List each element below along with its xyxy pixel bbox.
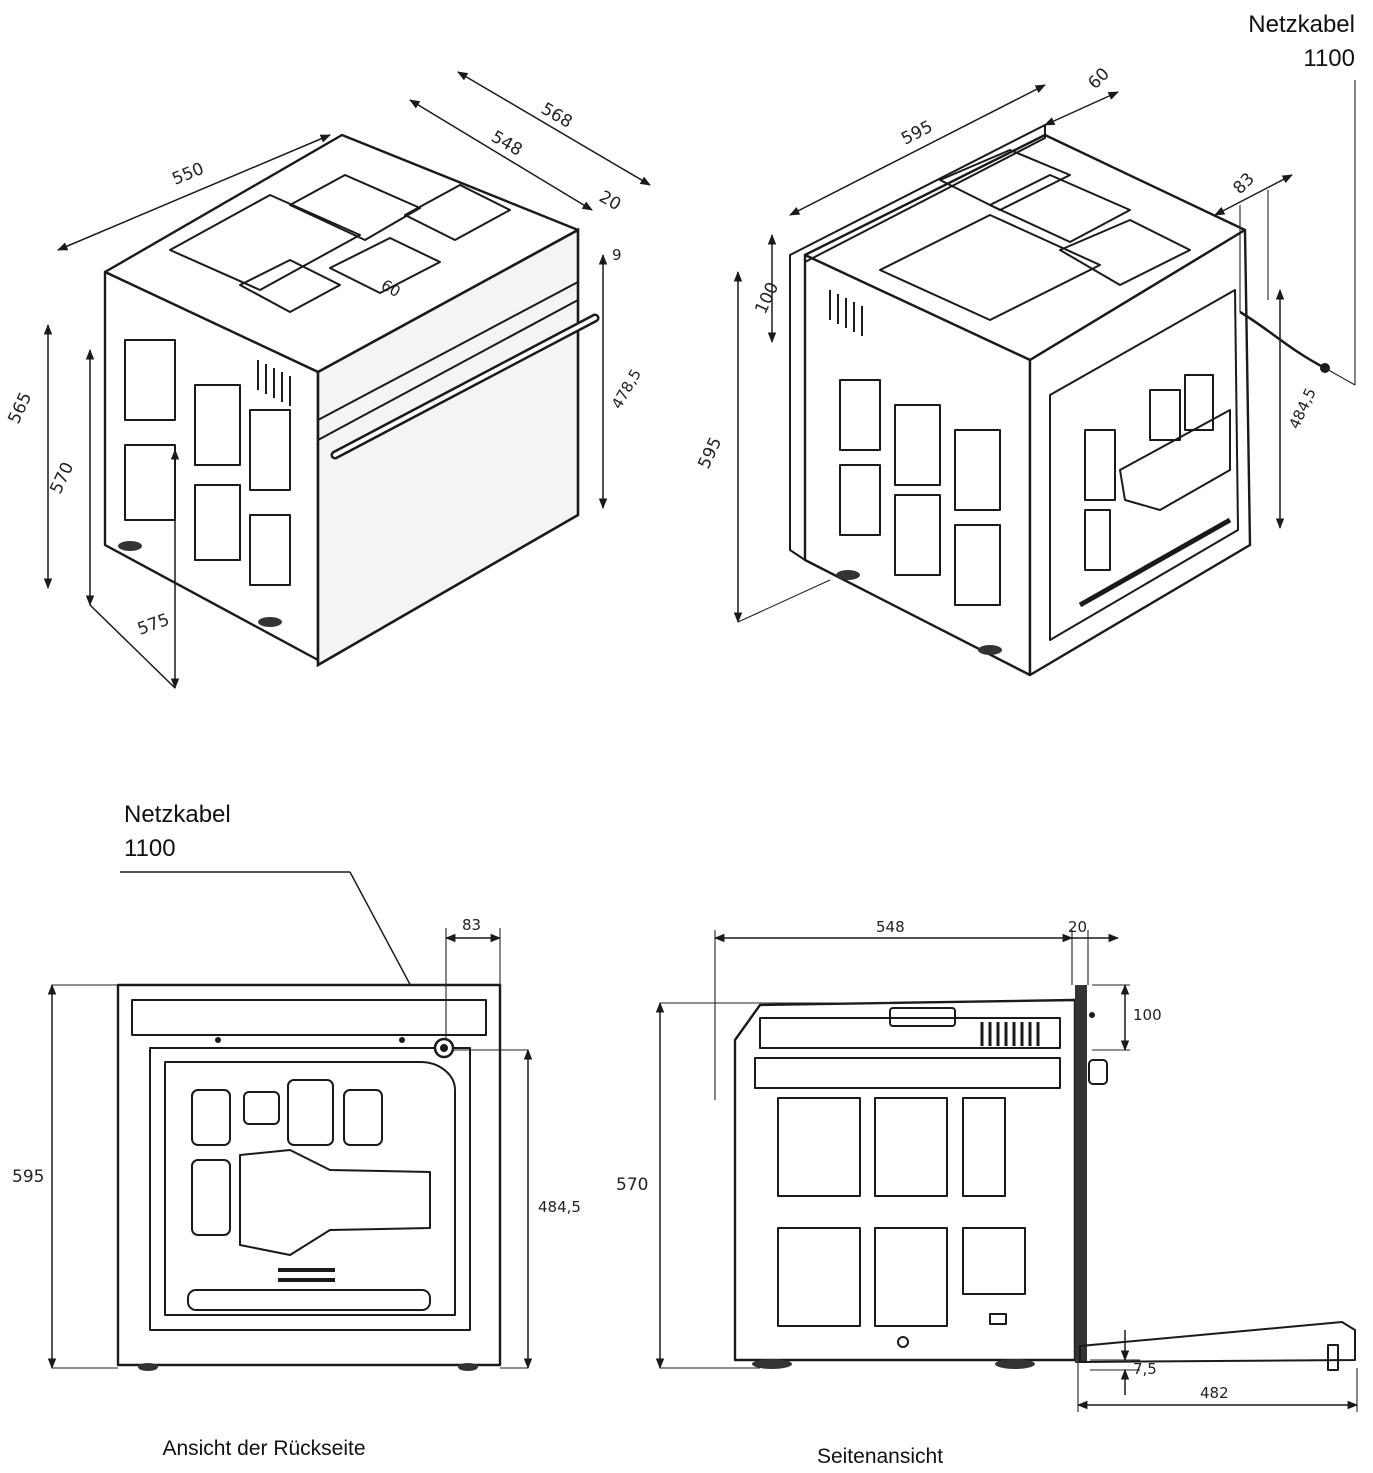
dim-rear-depth: 60	[1084, 64, 1113, 93]
dim-rearflat-cable-offset: 83	[462, 916, 481, 934]
dim-rearflat-cable-height: 484,5	[538, 1198, 581, 1216]
netzkabel-label-top: Netzkabel	[1248, 11, 1355, 38]
dim-side-foot: 7,5	[1133, 1360, 1157, 1378]
dim-rearflat-height: 595	[12, 1167, 44, 1187]
dim-rear-cable-height: 484,5	[1285, 385, 1319, 432]
netzkabel-value-top: 1100	[1303, 45, 1355, 72]
dim-front-height-body: 570	[46, 459, 78, 497]
front-isometric-view: 550 568 548 20 9 60 478,5 565 570 575	[4, 71, 651, 690]
side-view: 548 20 100 570 7,5 482 Seitenansicht	[616, 918, 1359, 1468]
dim-rear-height: 595	[694, 434, 726, 472]
dim-rear-vent-height: 100	[751, 279, 783, 317]
dim-front-door: 20	[596, 187, 625, 215]
dim-side-door: 20	[1068, 918, 1087, 936]
dim-front-door-height: 478,5	[608, 366, 645, 412]
rear-flat-view: Netzkabel 1100 595 484,5 83	[12, 801, 581, 1460]
dim-side-door-open: 482	[1200, 1384, 1229, 1402]
dim-side-height: 570	[616, 1175, 648, 1195]
caption-rear-view: Ansicht der Rückseite	[162, 1437, 365, 1460]
power-cable	[1239, 310, 1326, 370]
dim-front-depth-total: 568	[538, 99, 576, 133]
caption-side-view: Seitenansicht	[817, 1445, 943, 1468]
dim-side-vent: 100	[1133, 1006, 1162, 1024]
dim-side-depth: 548	[876, 918, 905, 936]
oven-door	[316, 227, 580, 668]
dim-front-depth-body: 548	[488, 127, 526, 161]
dim-front-gap: 9	[612, 246, 622, 264]
dim-front-floor: 575	[135, 610, 172, 640]
netzkabel-value-bottom: 1100	[124, 835, 176, 862]
netzkabel-label-bottom: Netzkabel	[124, 801, 231, 828]
rear-isometric-view: Netzkabel 1100	[694, 11, 1356, 677]
dim-rear-width: 595	[898, 117, 936, 150]
side-door	[1075, 985, 1087, 1363]
dim-front-height-total: 565	[4, 389, 36, 427]
dim-front-width: 550	[169, 159, 207, 190]
